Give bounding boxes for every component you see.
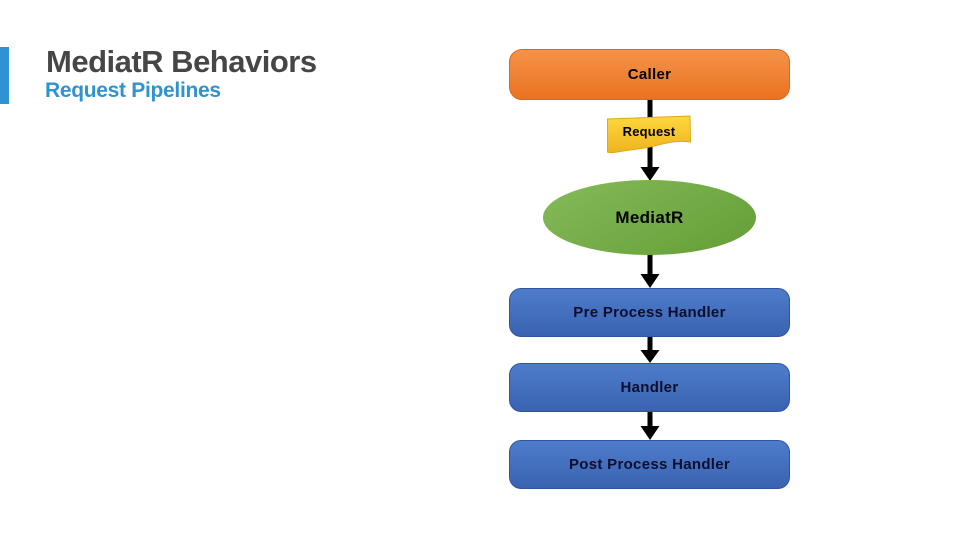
node-handler: Handler bbox=[509, 363, 790, 412]
node-caller-label: Caller bbox=[627, 66, 672, 83]
node-mediatr: MediatR bbox=[543, 180, 756, 255]
node-pre-process-handler-label: Pre Process Handler bbox=[573, 304, 726, 321]
node-post-process-handler: Post Process Handler bbox=[509, 440, 790, 489]
arrow-pre-to-handler bbox=[640, 337, 660, 363]
node-pre-process-handler: Pre Process Handler bbox=[509, 288, 790, 337]
arrow-mediatr-to-pre bbox=[640, 254, 660, 288]
node-post-process-handler-label: Post Process Handler bbox=[568, 456, 731, 473]
node-request: Request bbox=[607, 117, 691, 145]
request-tape-shape bbox=[607, 115, 692, 154]
node-mediatr-label: MediatR bbox=[615, 207, 684, 227]
arrow-handler-to-post bbox=[640, 411, 660, 440]
slide-title: MediatR Behaviors bbox=[46, 44, 317, 79]
node-caller: Caller bbox=[509, 49, 790, 100]
node-handler-label: Handler bbox=[620, 379, 679, 396]
slide-subtitle: Request Pipelines bbox=[45, 79, 221, 102]
title-accent-bar bbox=[0, 47, 9, 104]
node-request-label: Request bbox=[622, 123, 676, 139]
